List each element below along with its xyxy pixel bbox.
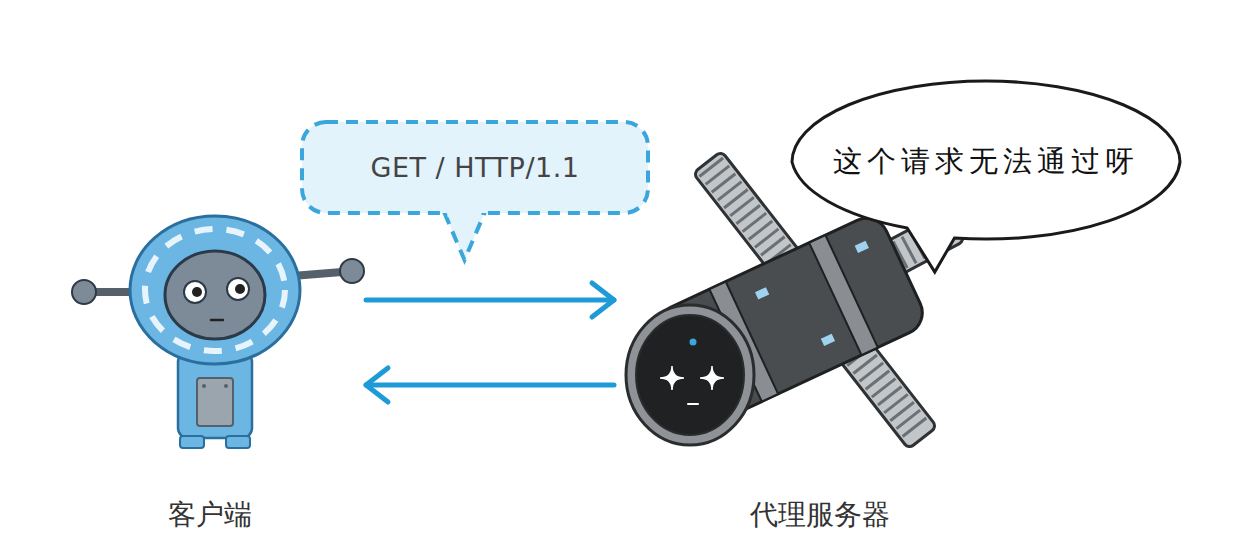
node-label: 这个请求无法通过呀 xyxy=(833,142,1139,182)
bubble-tail xyxy=(445,213,485,260)
arrow-line xyxy=(366,383,614,388)
arrow-head xyxy=(366,368,388,402)
client-node: 客户端 xyxy=(60,200,360,540)
speech-bubble: 这个请求无法通过呀 xyxy=(789,78,1183,246)
arrow-line xyxy=(366,298,614,303)
arrow-connector xyxy=(366,368,614,402)
bubble-body xyxy=(302,122,648,213)
bubble-join xyxy=(448,209,482,217)
robot-figure xyxy=(72,216,364,448)
node-label: 客户端 xyxy=(168,496,252,534)
node-label: GET / HTTP/1.1 xyxy=(371,152,580,183)
proxy-node: 代理服务器 xyxy=(620,200,1020,540)
request-bubble: GET / HTTP/1.1 xyxy=(300,120,650,215)
arrow-connector xyxy=(366,283,614,317)
node-label: 代理服务器 xyxy=(750,496,890,534)
bubble-body xyxy=(792,81,1180,272)
arrow-head xyxy=(592,283,614,317)
